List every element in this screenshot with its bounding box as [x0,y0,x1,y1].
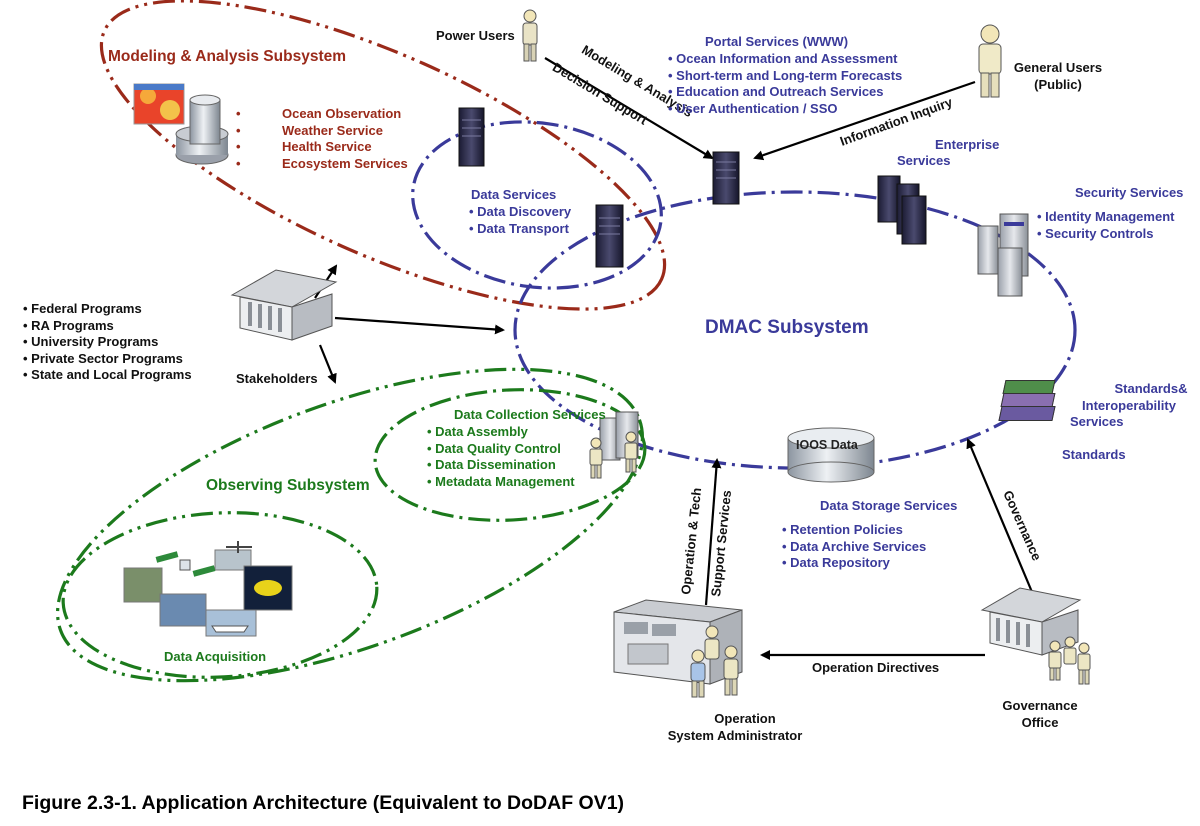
modeling-item: Weather Service [236,123,408,140]
data-services-ellipse [411,120,663,290]
data-services-title: Data Services [471,187,557,202]
ioos-data-cylinder-icon [787,427,875,483]
program-item: State and Local Programs [23,367,191,384]
modeling-items-list: Ocean Observation Weather Service Health… [236,106,408,172]
data-services-item: Data Transport [469,221,571,238]
data-collection-item: Data Quality Control [427,441,575,458]
data-acquisition-collage [123,541,293,637]
security-item: Security Controls [1037,226,1174,243]
operation-admin-line-1: Operation [714,711,776,726]
operation-admin-label: Operation System Administrator [630,711,840,744]
data-collection-list: Data Assembly Data Quality Control Data … [427,424,575,491]
data-collection-item: Metadata Management [427,474,574,491]
operation-directives-label: Operation Directives [812,660,940,675]
security-server-icon [977,213,1029,297]
portal-server-icon [712,151,740,205]
security-services-title: Security Services [1075,185,1184,200]
governance-arrow-label: Governance [1000,488,1044,563]
operation-admin-line-2: System Administrator [667,727,803,743]
standards-interop-line-2: Interoperability [1082,397,1176,413]
data-transport-server-icon [595,204,624,268]
data-storage-title: Data Storage Services [820,498,958,513]
data-storage-list: Retention Policies Data Archive Services… [782,522,926,572]
data-collection-item: Data Assembly [427,424,575,441]
data-collection-ellipse [373,388,647,522]
governance-building-icon [980,587,1082,656]
standards-interop-line-3: Services [1070,414,1124,429]
data-collection-item: Data Dissemination [427,457,575,474]
data-collection-title: Data Collection Services [454,407,606,422]
general-user-icon [978,24,1002,98]
security-item: Identity Management [1037,209,1174,226]
portal-item: Education and Outreach Services [668,84,902,101]
operation-tech-arrow [704,458,722,606]
figure-caption: Figure 2.3-1. Application Architecture (… [22,792,625,814]
portal-item: User Authentication / SSO [668,101,902,118]
program-item: Federal Programs [23,301,192,318]
modeling-analysis-arrow [544,57,714,160]
standards-books-icon [998,378,1058,424]
operation-tech-labels: Operation & Tech Support Services [678,487,734,597]
governance-office-line-2: Office [1021,714,1059,730]
stakeholders-building-icon [230,269,338,341]
enterprise-server-icon [877,175,927,245]
standards-label: Standards [1062,447,1126,462]
satellite-icon [155,551,216,577]
modeling-item: Health Service [236,139,408,156]
power-user-icon [522,9,538,62]
data-storage-item: Retention Policies [782,522,926,539]
security-services-list: Identity Management Security Controls [1037,209,1174,242]
program-item: Private Sector Programs [23,351,192,368]
modeling-cylinder-icon [175,94,229,165]
general-users-line-2: (Public) [1034,76,1082,92]
portal-services-list: Ocean Information and Assessment Short-t… [668,51,902,117]
data-services-item: Data Discovery [469,204,571,221]
general-users-label: General Users (Public) [1008,60,1108,93]
governance-office-label: Governance Office [1000,698,1080,731]
data-storage-item: Data Repository [782,555,926,572]
data-services-server-icon [458,107,485,167]
operation-tech-label-1: Operation & Tech [678,487,704,595]
data-collection-people-icon [589,431,638,479]
operation-tech-label-2: Support Services [708,489,734,597]
program-item: University Programs [23,334,192,351]
enterprise-services-line-2: Services [897,153,951,168]
information-inquiry-arrow [753,80,976,161]
enterprise-services-line-1: Enterprise [935,137,1000,152]
governance-office-line-1: Governance [1002,698,1078,713]
portal-item: Short-term and Long-term Forecasts [668,68,902,85]
stakeholders-down-arrow [318,344,337,384]
general-users-line-1: General Users [1013,60,1103,75]
modeling-item: Ocean Observation [236,106,408,123]
modeling-subsystem-title: Modeling & Analysis Subsystem [108,48,347,65]
program-item: RA Programs [23,318,192,335]
governance-arrow [966,438,1034,593]
operation-people-icon [690,625,739,698]
ioos-data-label: IOOS Data [796,438,859,452]
observing-subsystem-title: Observing Subsystem [206,477,370,494]
stakeholders-label: Stakeholders [236,371,318,386]
operation-console-icon [613,599,743,685]
modeling-subsystem-ellipse [99,0,667,311]
data-storage-item: Data Archive Services [782,539,926,556]
dmac-subsystem-title: DMAC Subsystem [705,317,869,338]
portal-services-title: Portal Services (WWW) [705,34,849,49]
stakeholders-dmac-arrow [334,316,505,335]
stakeholder-programs-list: Federal Programs RA Programs University … [23,301,192,384]
aircraft-icon [226,541,252,553]
weather-map-thumbnail [133,83,185,125]
data-services-list: Data Discovery Data Transport [469,204,571,237]
data-acquisition-ellipse [61,511,379,679]
standards-interop-line-1: Standards& [1114,381,1188,396]
portal-item: Ocean Information and Assessment [668,51,902,68]
governance-people-icon [1048,636,1091,685]
modeling-arrow-label-2: Decision Support [550,59,651,128]
observing-subsystem-ellipse [55,367,645,683]
power-users-label: Power Users [436,28,515,43]
modeling-item: Ecosystem Services [236,156,408,173]
data-acquisition-label: Data Acquisition [164,649,267,664]
standards-interop-label: Standards& Interoperability Services [1064,381,1194,431]
